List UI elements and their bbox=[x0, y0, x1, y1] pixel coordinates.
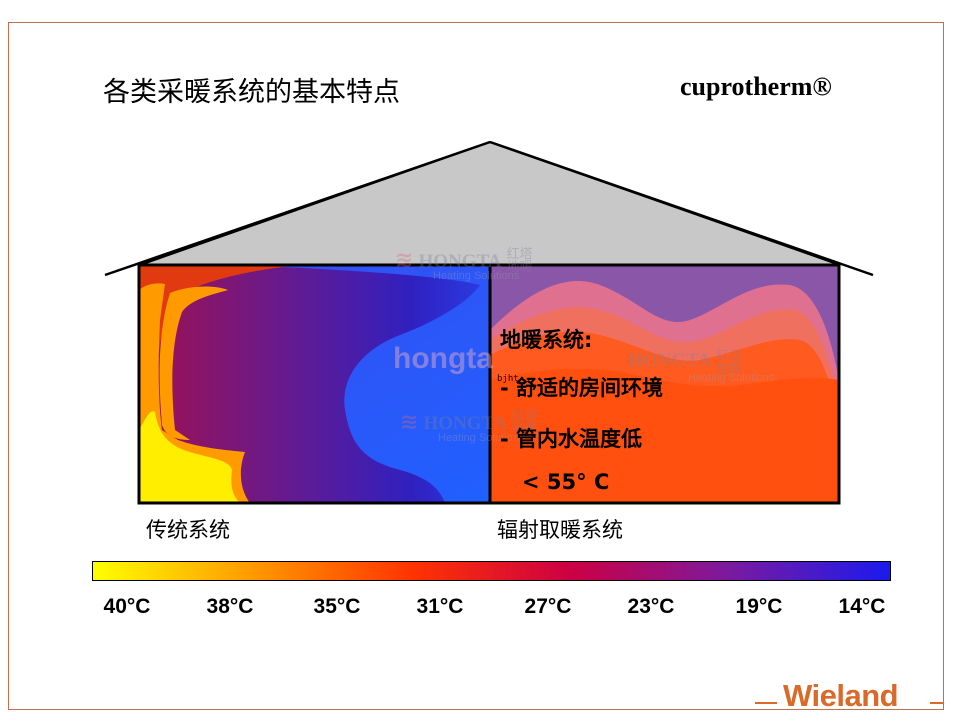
temperature-legend-bar bbox=[92, 561, 891, 581]
logo-line-right bbox=[930, 702, 944, 704]
legend-tick: 23°C bbox=[627, 595, 675, 618]
roof-eave-left bbox=[104, 140, 491, 277]
radiant-point-max-temp: < 55° C bbox=[522, 470, 610, 494]
roof-eave-right bbox=[489, 140, 874, 277]
radiant-heading: 地暖系统: bbox=[500, 328, 593, 352]
brand-name: cuprotherm® bbox=[680, 72, 832, 101]
radiant-room-heatmap bbox=[490, 265, 839, 503]
traditional-room-heatmap bbox=[139, 265, 490, 503]
watermark-hongta-domain: hongta bbox=[393, 342, 493, 375]
radiant-system-label: 辐射取暖系统 bbox=[497, 518, 623, 542]
legend-tick: 35°C bbox=[313, 595, 361, 618]
traditional-system-label: 传统系统 bbox=[146, 518, 230, 542]
legend-tick: 14°C bbox=[838, 595, 886, 618]
slide-frame bbox=[8, 22, 944, 710]
slide-title: 各类采暖系统的基本特点 bbox=[103, 77, 400, 108]
radiant-point-comfort: - 舒适的房间环境 bbox=[500, 376, 664, 400]
wieland-logo: Wieland bbox=[783, 678, 899, 713]
logo-line-left bbox=[755, 702, 777, 704]
legend-tick: 19°C bbox=[735, 595, 783, 618]
roof bbox=[139, 140, 841, 266]
legend-tick: 31°C bbox=[416, 595, 464, 618]
legend-tick: 38°C bbox=[206, 595, 254, 618]
radiant-point-low-temp: - 管内水温度低 bbox=[500, 427, 643, 451]
legend-tick: 27°C bbox=[524, 595, 572, 618]
legend-tick: 40°C bbox=[103, 595, 151, 618]
